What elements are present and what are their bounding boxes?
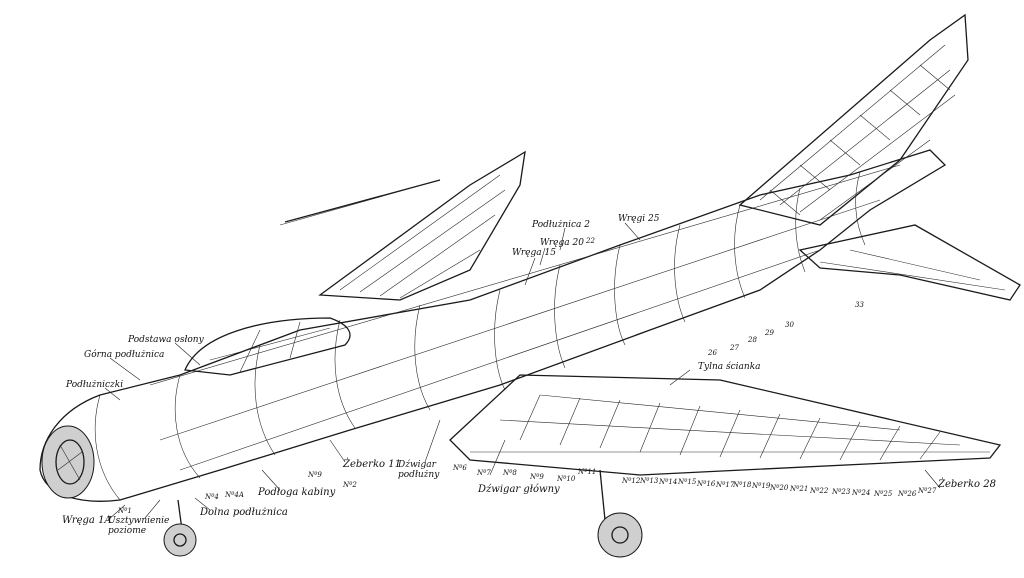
label-podluzniczki: Podłużniczki	[66, 380, 124, 390]
label-n6: Nº6	[453, 464, 467, 472]
label-n7: Nº7	[477, 469, 491, 477]
label-n16: Nº16	[697, 480, 716, 488]
label-podloga-kabiny: Podłoga kabiny	[258, 487, 336, 498]
landing-gear	[163, 469, 643, 558]
label-n1: Nº1	[118, 507, 132, 515]
label-n8: Nº8	[503, 469, 517, 477]
label-zeberko-11: Żeberko 11	[343, 459, 401, 470]
label-n25: Nº25	[874, 490, 893, 498]
label-frame-30: 30	[785, 321, 794, 329]
label-n2: Nº2	[343, 481, 357, 489]
label-frame-29: 29	[765, 329, 774, 337]
label-n11: Nº11	[578, 468, 597, 476]
label-n21: Nº21	[790, 485, 809, 493]
label-frame-22: 22	[586, 237, 595, 245]
label-n15: Nº15	[678, 478, 697, 486]
label-n26: Nº26	[898, 490, 917, 498]
vertical-fin	[279, 150, 526, 301]
label-wrega-20: Wręga 20	[540, 238, 584, 248]
label-n27: Nº27	[918, 487, 937, 495]
label-n9-wing: Nº9	[530, 473, 544, 481]
label-podluznica-2: Podłużnica 2	[532, 220, 590, 230]
label-wrega-25: Wręgi 25	[618, 214, 660, 224]
label-frame-27: 27	[730, 344, 739, 352]
label-n22: Nº22	[810, 487, 829, 495]
label-wrega-1a: Wręga 1A	[62, 515, 112, 526]
label-n12: Nº12	[622, 477, 641, 485]
label-n4a: Nº4A	[225, 491, 244, 499]
label-n20: Nº20	[770, 484, 789, 492]
label-frame-33: 33	[855, 301, 864, 309]
label-frame-26: 26	[708, 349, 717, 357]
label-n14: Nº14	[659, 478, 678, 486]
label-n10: Nº10	[557, 475, 576, 483]
label-podstawa-oslony: Podstawa osłony	[128, 335, 204, 345]
canopy	[184, 317, 351, 376]
label-zeberko-28: Żeberko 28	[938, 479, 996, 490]
label-tylna-scianka: Tylna ścianka	[698, 362, 761, 372]
label-dzwigar-podluzny: Dźwigar podłużny	[398, 460, 440, 480]
wing	[449, 374, 1002, 476]
label-n19: Nº19	[752, 482, 771, 490]
label-usztywnienie-poziome: Usztywnienie poziome	[108, 516, 170, 536]
label-n17: Nº17	[716, 481, 735, 489]
label-n9-fuselage: Nº9	[308, 471, 322, 479]
label-frame-28: 28	[748, 336, 757, 344]
label-n23: Nº23	[832, 488, 851, 496]
label-gorna-podluznica: Górna podłużnica	[84, 350, 165, 360]
pitot-probe	[284, 179, 441, 223]
label-n24: Nº24	[852, 489, 871, 497]
leader-lines	[104, 222, 941, 521]
fuselage	[39, 149, 947, 502]
horizontal-tail	[738, 13, 1021, 301]
label-dolna-podluznica: Dolna podłużnica	[200, 507, 288, 518]
nose-intake	[41, 425, 95, 499]
label-wrega-15: Wręga 15	[512, 248, 556, 258]
label-n13: Nº13	[640, 477, 659, 485]
label-n4: Nº4	[205, 493, 219, 501]
label-dzwigar-glowny: Dźwigar główny	[478, 484, 560, 495]
label-n18: Nº18	[733, 481, 752, 489]
